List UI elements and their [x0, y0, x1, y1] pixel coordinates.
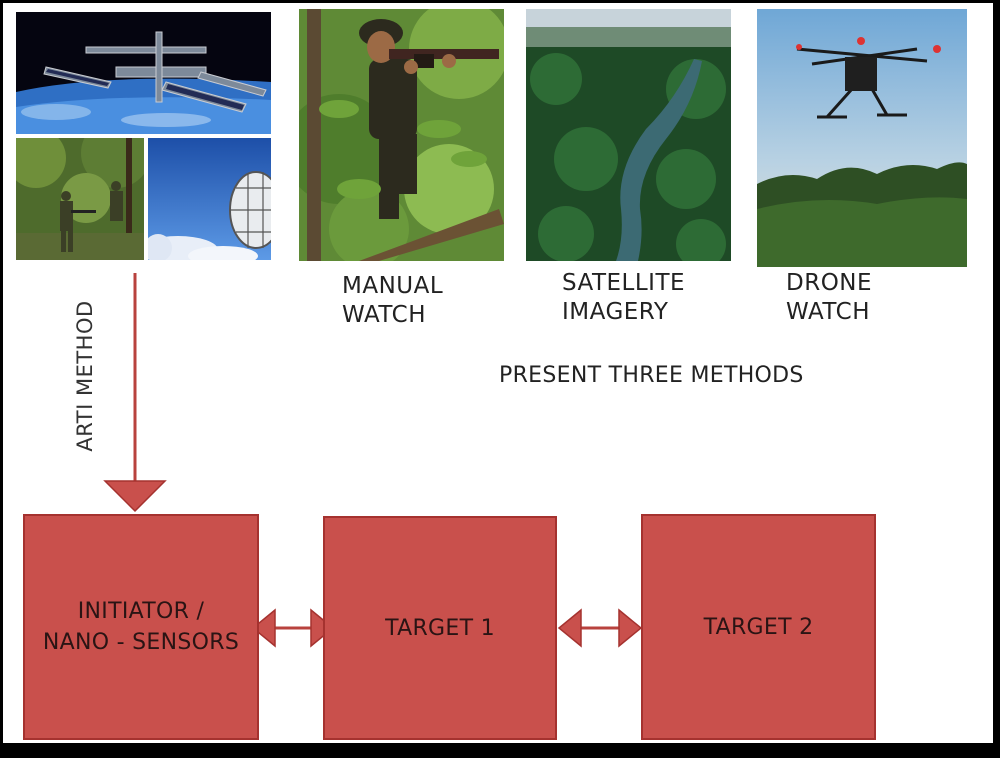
drone-watch-caption: DRONE WATCH	[786, 269, 872, 327]
box-label: TARGET 1	[385, 615, 495, 641]
caption-line: MANUAL	[342, 273, 444, 299]
space-station-photo	[16, 12, 271, 134]
caption-line: WATCH	[786, 299, 870, 325]
caption-line: DRONE	[786, 270, 873, 296]
manual-watch-photo	[299, 9, 504, 261]
manual-watch-caption: MANUAL WATCH	[342, 272, 443, 330]
slide: MANUAL WATCH SATELLITE IMAGERY DRONE WAT…	[3, 3, 993, 743]
satellite-imagery-caption: SATELLITE IMAGERY	[562, 269, 685, 327]
satellite-dish-photo	[148, 138, 271, 260]
satellite-imagery-photo	[526, 9, 731, 261]
arrow-label: ARTI METHOD	[73, 300, 97, 452]
caption-line: WATCH	[342, 302, 426, 328]
caption-line: IMAGERY	[562, 299, 669, 325]
target-2-box: TARGET 2	[641, 514, 876, 740]
arrowhead-right	[618, 608, 643, 648]
box-label-line: NANO - SENSORS	[42, 630, 240, 655]
drone-watch-photo	[757, 9, 967, 267]
initiator-box: INITIATOR / NANO - SENSORS	[23, 514, 259, 740]
down-arrowhead	[103, 480, 167, 513]
target-1-box: TARGET 1	[323, 516, 557, 740]
box-label: TARGET 2	[703, 614, 814, 640]
subtitle: PRESENT THREE METHODS	[499, 363, 804, 388]
box-label-line: INITIATOR /	[77, 599, 205, 624]
arrowhead-left	[557, 608, 582, 648]
soldiers-forest-photo	[16, 138, 144, 260]
caption-line: SATELLITE	[562, 270, 686, 296]
